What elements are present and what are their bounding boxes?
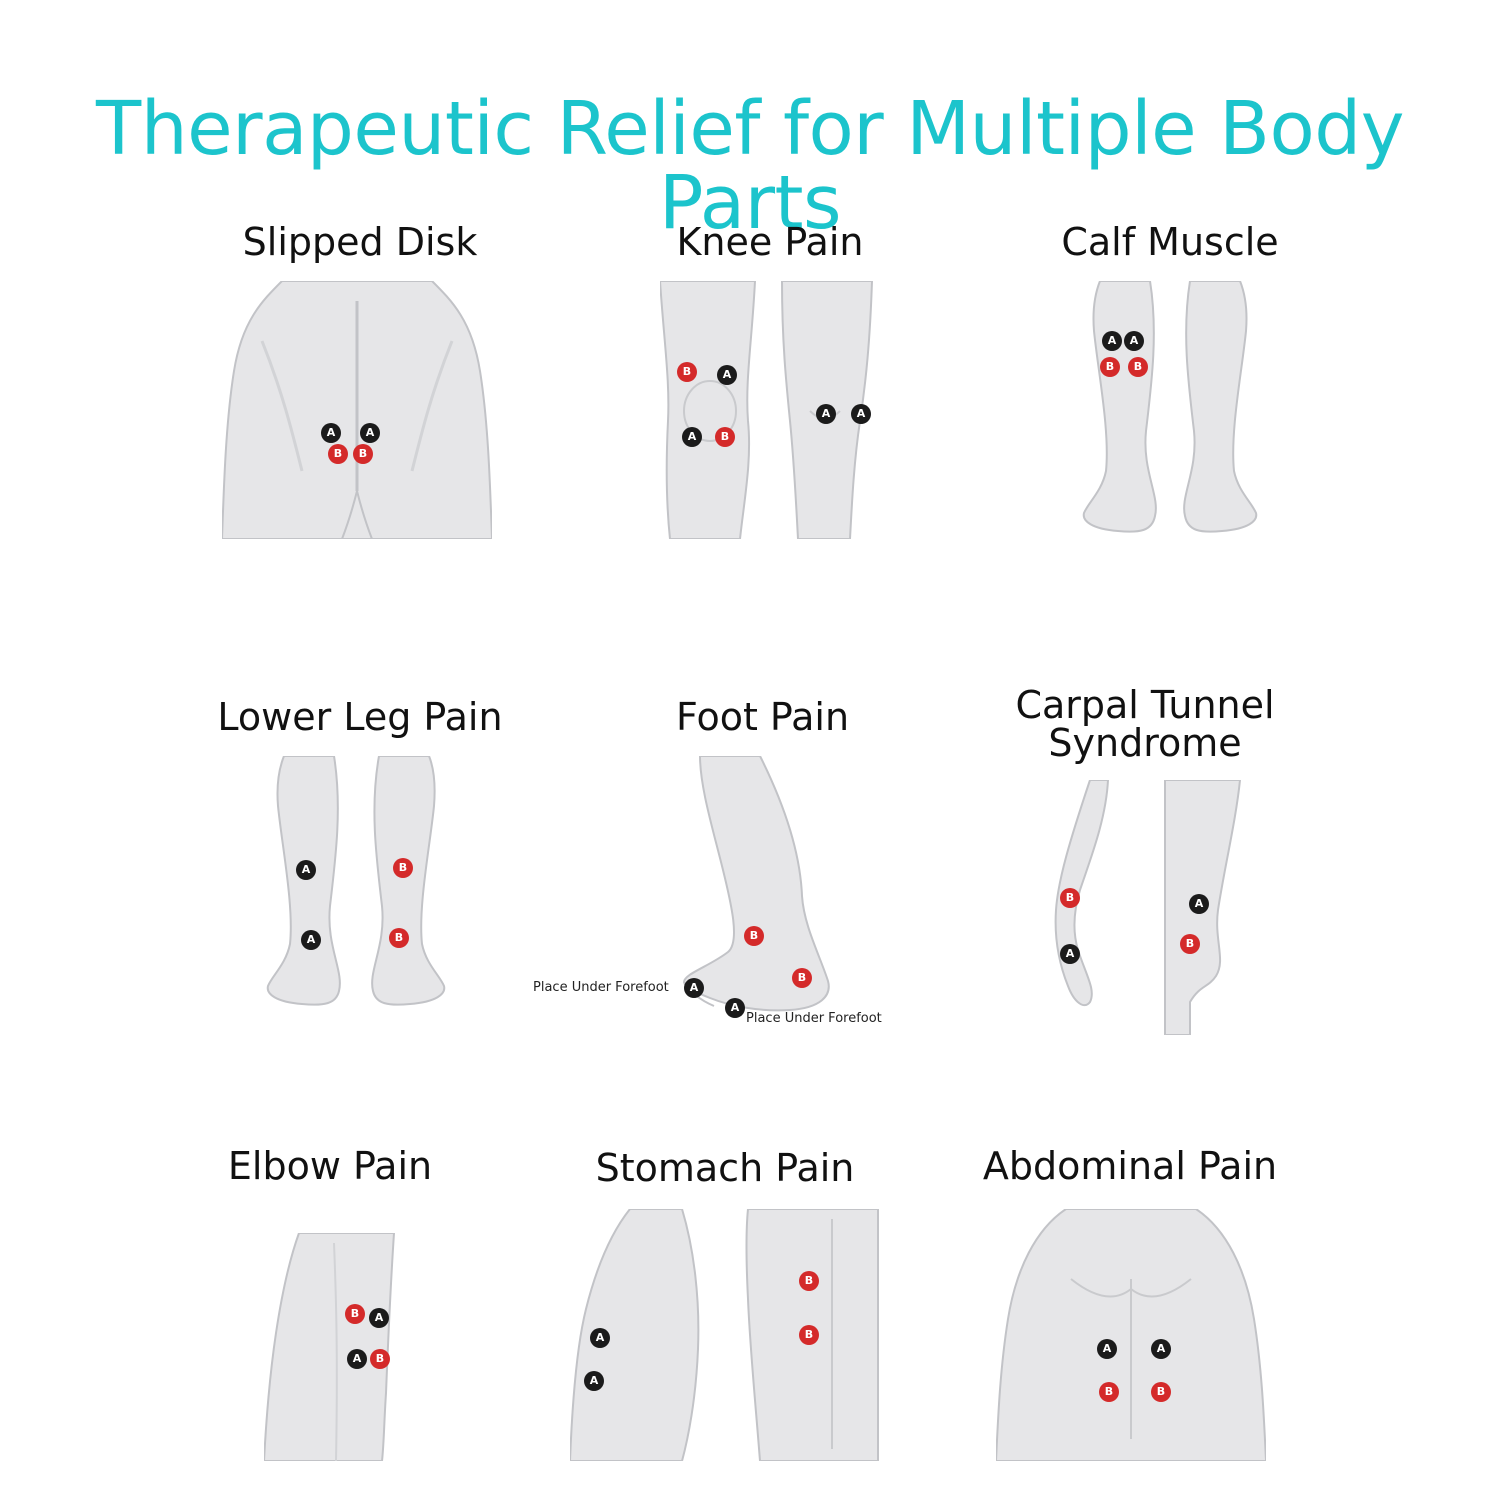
calf-illustration: [1082, 281, 1258, 533]
back-figure: A A B B: [222, 281, 492, 539]
abdomen-figure: A A B B: [996, 1209, 1266, 1461]
electrode-b: B: [353, 444, 373, 464]
panel-carpal-tunnel: Carpal Tunnel Syndrome B A A B: [990, 680, 1300, 1050]
electrode-b: B: [792, 968, 812, 988]
panel-lower-leg-pain: Lower Leg Pain A A B B: [200, 690, 520, 1030]
electrode-b: B: [744, 926, 764, 946]
panel-title: Stomach Pain: [595, 1146, 855, 1190]
electrode-b: B: [370, 1349, 390, 1369]
placement-note: Place Under Forefoot: [746, 1011, 882, 1026]
panel-title: Calf Muscle: [1061, 220, 1279, 264]
panel-stomach-pain: Stomach Pain A A B B: [565, 1145, 885, 1475]
wrist-illustration: [1054, 780, 1242, 1035]
electrode-a: A: [369, 1308, 389, 1328]
electrode-a: A: [1097, 1339, 1117, 1359]
panel-title-line: Syndrome: [1048, 721, 1242, 765]
electrode-a: A: [682, 427, 702, 447]
electrode-a: A: [1151, 1339, 1171, 1359]
panel-title: Lower Leg Pain: [217, 695, 503, 739]
electrode-a: A: [347, 1349, 367, 1369]
electrode-b: B: [393, 858, 413, 878]
panel-title: Slipped Disk: [242, 220, 478, 264]
panel-abdominal-pain: Abdominal Pain A A B B: [970, 1145, 1290, 1475]
electrode-b: B: [328, 444, 348, 464]
panel-calf-muscle: Calf Muscle A A B B: [1010, 215, 1330, 555]
panel-title: Carpal Tunnel Syndrome: [990, 686, 1300, 762]
elbow-figure: B A A B: [264, 1233, 399, 1461]
panel-title: Elbow Pain: [227, 1144, 433, 1188]
electrode-a: A: [1102, 331, 1122, 351]
elbow-illustration: [264, 1233, 396, 1461]
back-illustration: [222, 281, 492, 539]
foot-figure: B B A A: [670, 756, 850, 1026]
electrode-b: B: [1128, 357, 1148, 377]
electrode-a: A: [717, 365, 737, 385]
torso-illustration: [570, 1209, 879, 1461]
electrode-a: A: [684, 978, 704, 998]
electrode-a: A: [584, 1371, 604, 1391]
electrode-a: A: [321, 423, 341, 443]
electrode-a: A: [590, 1328, 610, 1348]
electrode-b: B: [389, 928, 409, 948]
panel-foot-pain: Foot Pain B B A A Place Under Forefoot P…: [520, 690, 1000, 1050]
electrode-a: A: [1060, 944, 1080, 964]
lower-leg-illustration: [266, 756, 446, 1006]
panel-title: Foot Pain: [675, 695, 850, 739]
panel-knee-pain: Knee Pain B A A B A A: [610, 215, 930, 555]
electrode-b: B: [799, 1325, 819, 1345]
electrode-b: B: [677, 362, 697, 382]
knee-figure: B A A B A A: [660, 281, 875, 539]
electrode-a: A: [816, 404, 836, 424]
electrode-b: B: [345, 1304, 365, 1324]
placement-note: Place Under Forefoot: [533, 980, 669, 995]
electrode-a: A: [725, 998, 745, 1018]
torso-figure: A A B B: [570, 1209, 880, 1461]
electrode-b: B: [1180, 934, 1200, 954]
electrode-a: A: [360, 423, 380, 443]
electrode-a: A: [1124, 331, 1144, 351]
wrist-figure: B A A B: [1050, 780, 1250, 1035]
panel-elbow-pain: Elbow Pain B A A B: [170, 1145, 490, 1475]
electrode-b: B: [1099, 1382, 1119, 1402]
electrode-a: A: [301, 930, 321, 950]
panel-title-line: Carpal Tunnel: [1015, 683, 1275, 727]
lower-leg-figure: A A B B: [264, 756, 454, 1006]
electrode-b: B: [1151, 1382, 1171, 1402]
electrode-b: B: [799, 1271, 819, 1291]
calf-figure: A A B B: [1080, 281, 1270, 539]
abdomen-illustration: [996, 1209, 1266, 1461]
panel-title: Abdominal Pain: [982, 1144, 1278, 1188]
electrode-b: B: [1100, 357, 1120, 377]
electrode-b: B: [715, 427, 735, 447]
panel-slipped-disk: Slipped Disk A A B B: [200, 215, 520, 555]
knee-illustration: [660, 281, 874, 539]
electrode-a: A: [1189, 894, 1209, 914]
panel-title: Knee Pain: [676, 220, 864, 264]
electrode-a: A: [296, 860, 316, 880]
electrode-b: B: [1060, 888, 1080, 908]
electrode-a: A: [851, 404, 871, 424]
page-title: Therapeutic Relief for Multiple Body Par…: [96, 86, 1404, 246]
